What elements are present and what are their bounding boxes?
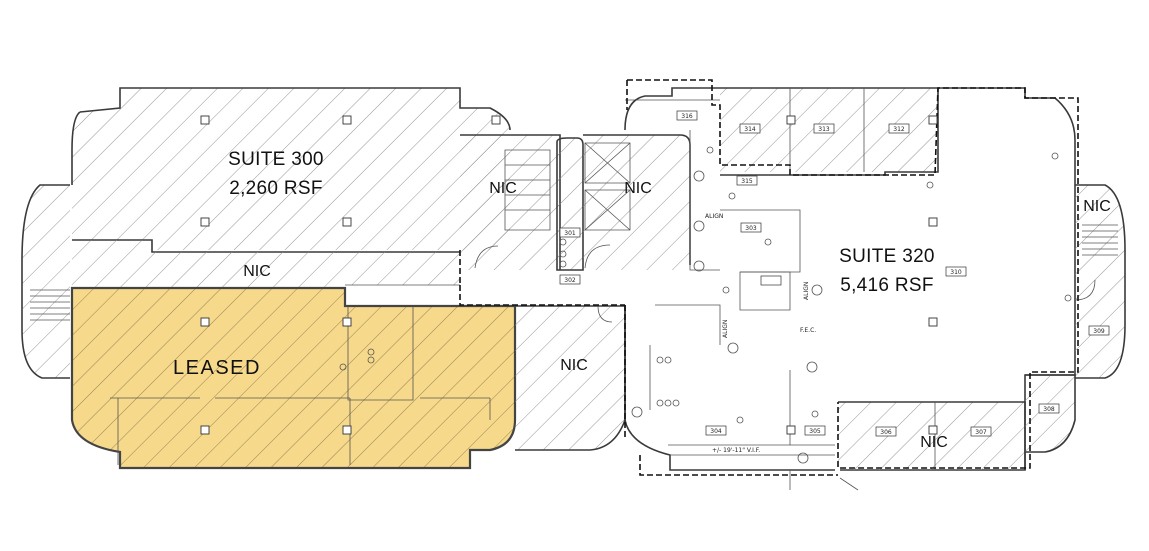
room-312: 312 xyxy=(893,126,905,133)
nic-label-stair: NIC xyxy=(489,180,517,197)
center-core xyxy=(460,134,691,271)
room-310: 310 xyxy=(950,269,962,276)
align-note-2: ALIGN xyxy=(803,282,810,300)
fec-note: F.E.C. xyxy=(800,327,816,334)
room-304: 304 xyxy=(710,428,722,435)
nic-label-right-stair: NIC xyxy=(1083,198,1111,215)
nic-center-lower xyxy=(515,305,626,451)
detail-markers xyxy=(339,146,1072,464)
room-tags xyxy=(559,110,1110,437)
room-314: 314 xyxy=(744,126,756,133)
nic-label-elevator: NIC xyxy=(624,180,652,197)
left-stair-wing xyxy=(21,184,70,379)
align-note-1: ALIGN xyxy=(705,213,723,220)
room-302: 302 xyxy=(564,277,576,284)
leased-label: LEASED xyxy=(173,357,261,379)
dimension-note: +/- 19'-11" V.I.F. xyxy=(712,447,760,454)
nic-label-corridor: NIC xyxy=(243,263,271,280)
room-316: 316 xyxy=(681,113,693,120)
room-313: 313 xyxy=(818,126,830,133)
leased-area xyxy=(70,286,517,470)
room-306: 306 xyxy=(880,429,892,436)
suite-320-dashed-boundary xyxy=(459,79,1079,476)
room-305: 305 xyxy=(809,428,821,435)
suite-300-area xyxy=(71,87,511,253)
right-stair-wing xyxy=(1074,184,1126,379)
nic-corridor-left xyxy=(72,240,460,288)
room-303: 303 xyxy=(745,225,757,232)
nic-bottom-right xyxy=(838,374,1076,470)
structural-columns xyxy=(200,115,938,435)
nic-label-bottom-right: NIC xyxy=(920,434,948,451)
room-308: 308 xyxy=(1043,406,1055,413)
align-note-3: ALIGN xyxy=(722,320,729,338)
room-315: 315 xyxy=(741,178,753,185)
nic-label-center: NIC xyxy=(560,357,588,374)
suite-300-name: SUITE 300 xyxy=(228,149,324,170)
suite-320-name: SUITE 320 xyxy=(839,246,935,267)
leader-line xyxy=(839,477,859,491)
room-307: 307 xyxy=(975,429,987,436)
suite-300-area-label: 2,260 RSF xyxy=(229,178,323,199)
room-301: 301 xyxy=(564,230,576,237)
room-309: 309 xyxy=(1093,328,1105,335)
suite-320-area-label: 5,416 RSF xyxy=(840,275,934,296)
